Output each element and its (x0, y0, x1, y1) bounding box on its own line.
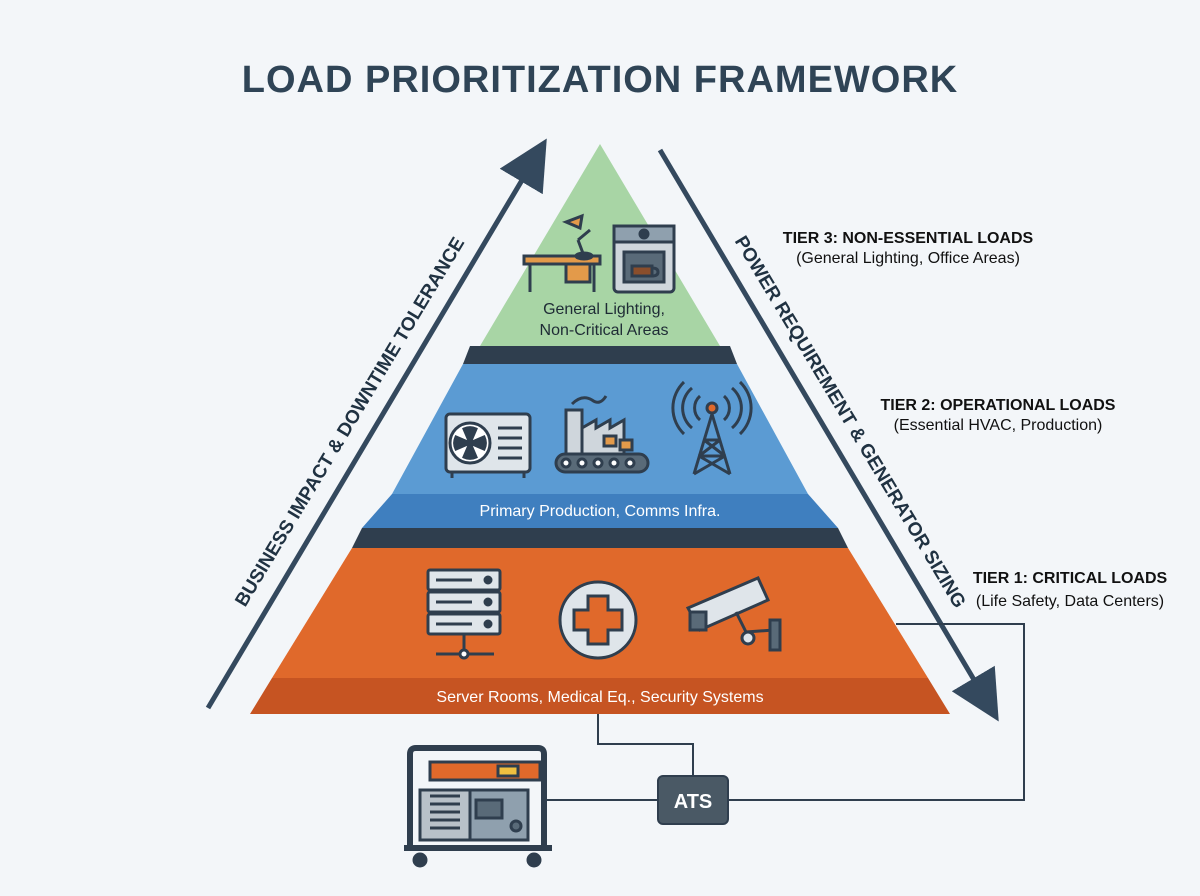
tier-separator (352, 528, 848, 548)
hvac-unit-icon (444, 412, 532, 478)
tier1-band-label: Server Rooms, Medical Eq., Security Syst… (436, 689, 763, 706)
desk-lamp-icon (522, 213, 602, 292)
generator-icon (404, 745, 552, 868)
tier2-side-subtitle: (Essential HVAC, Production) (894, 417, 1103, 434)
tier1-label-strip (250, 678, 950, 714)
tier1-side-title: TIER 1: CRITICAL LOADS (973, 570, 1168, 587)
coffee-machine-icon (612, 224, 676, 294)
tier3-side-subtitle: (General Lighting, Office Areas) (796, 250, 1020, 267)
security-camera-icon (685, 576, 782, 652)
radio-tower-icon (671, 380, 753, 476)
power-wiring (544, 623, 1025, 801)
left-arrow (205, 138, 547, 710)
tier2-side-title: TIER 2: OPERATIONAL LOADS (881, 397, 1116, 414)
ats-box (657, 775, 729, 825)
medical-cross-icon (558, 580, 638, 660)
page-title: LOAD PRIORITIZATION FRAMEWORK (242, 59, 958, 101)
ats-label: ATS (674, 791, 713, 813)
server-rack-icon (426, 568, 502, 660)
tier3-band-label: Non-Critical Areas (540, 322, 669, 339)
factory-conveyor-icon (554, 395, 650, 474)
tier-separator (463, 346, 737, 364)
tier2-band-label: Primary Production, Comms Infra. (480, 503, 721, 520)
tier3-band-label: General Lighting, (543, 301, 665, 318)
right-arrow (657, 148, 999, 722)
tier3-side-title: TIER 3: NON-ESSENTIAL LOADS (783, 230, 1034, 247)
tier2-label-strip (362, 494, 838, 528)
tier1-side-subtitle: (Life Safety, Data Centers) (976, 593, 1164, 610)
tier3-band (480, 144, 720, 346)
